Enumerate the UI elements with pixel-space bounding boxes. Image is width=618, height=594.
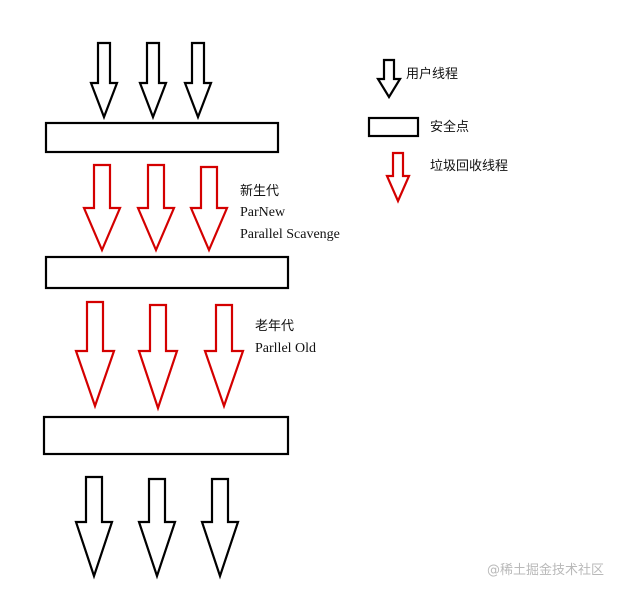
user-thread-arrow-icon [183,41,213,121]
user-thread-arrows-bottom [74,475,240,580]
legend-gc-thread-label: 垃圾回收线程 [430,159,509,174]
gc-thread-arrow-icon [137,303,179,412]
user-thread-arrow-icon [89,41,119,121]
old-gen-collector-1: Parllel Old [255,341,317,356]
user-thread-arrows-top [89,41,213,121]
user-thread-arrow-icon [200,477,240,580]
legend-gc-thread-arrow-icon [385,151,411,204]
young-gen-title: 新生代 [240,184,280,199]
gc-thread-arrow-icon [189,165,229,253]
legend-user-thread-label: 用户线程 [406,67,459,82]
legend-user-thread-arrow-icon [376,58,402,100]
legend-safepoint-box [367,116,420,138]
gc-thread-arrow-icon [74,300,116,410]
gc-thread-arrow-icon [82,163,122,253]
legend [367,58,420,204]
watermark: @稀土掘金技术社区 [486,563,604,578]
gc-thread-arrow-icon [136,163,176,253]
legend-safepoint-label: 安全点 [430,120,470,135]
user-thread-arrow-icon [137,477,177,580]
gc-thread-arrows-young [82,163,229,253]
safepoint-box-2 [44,255,290,290]
gc-thread-arrow-icon [203,303,245,410]
gc-thread-arrows-old [74,300,245,412]
user-thread-arrow-icon [74,475,114,580]
safepoint-box-3 [42,415,290,456]
young-gen-collector-2: Parallel Scavenge [240,227,340,242]
young-gen-collector-1: ParNew [240,205,286,220]
old-gen-title: 老年代 [255,319,295,334]
safepoint-box-1 [44,121,280,154]
user-thread-arrow-icon [138,41,168,121]
